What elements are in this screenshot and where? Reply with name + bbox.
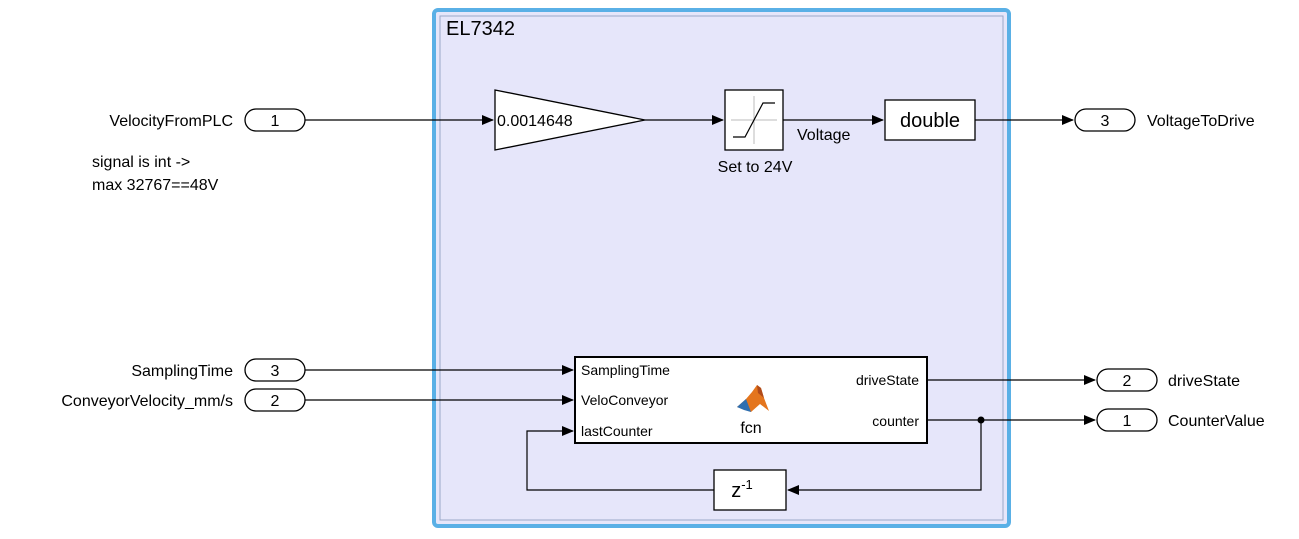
annotation-line-1: signal is int ->: [92, 154, 190, 171]
delay-base: z: [731, 480, 741, 502]
inport-velocityfromplc[interactable]: 1: [244, 108, 306, 132]
fcn-name: fcn: [740, 420, 761, 437]
annotation-line-2: max 32767==48V: [92, 177, 219, 194]
saturation-block[interactable]: [724, 89, 784, 151]
outport-number: 1: [1123, 413, 1132, 430]
outport-number: 2: [1123, 373, 1132, 390]
outport-drivestate[interactable]: 2: [1096, 368, 1158, 392]
subsystem-el7342[interactable]: EL7342: [432, 8, 1011, 528]
inport-name-samplingtime: SamplingTime: [131, 363, 233, 380]
fcn-input-port-label: VeloConveyor: [581, 392, 669, 408]
signal-label-voltage: Voltage: [797, 127, 850, 144]
outport-number: 3: [1101, 113, 1110, 130]
inport-conveyorvelocity[interactable]: 2: [244, 388, 306, 412]
outport-name-voltagetodrive: VoltageToDrive: [1147, 113, 1255, 130]
subsystem-title: EL7342: [446, 18, 515, 40]
inport-name-conveyorvelocity: ConveyorVelocity_mm/s: [61, 393, 233, 410]
gain-value: 0.0014648: [497, 113, 573, 130]
delay-exponent: -1: [741, 477, 753, 492]
inport-samplingtime[interactable]: 3: [244, 358, 306, 382]
inport-number: 3: [271, 363, 280, 380]
matlab-logo-icon: [737, 385, 769, 412]
saturation-icon: [733, 102, 775, 138]
outport-name-countervalue: CounterValue: [1168, 413, 1265, 430]
saturation-name: Set to 24V: [718, 159, 793, 176]
unit-delay-block[interactable]: z-1: [713, 469, 787, 511]
svg-text:z-1: z-1: [731, 477, 753, 502]
data-type-conversion-block[interactable]: double: [884, 99, 976, 141]
inport-name-velocityfromplc: VelocityFromPLC: [109, 113, 233, 130]
branch-point: [977, 416, 985, 424]
outport-countervalue[interactable]: 1: [1096, 408, 1158, 432]
fcn-output-port-label: counter: [872, 413, 919, 429]
inport-number: 1: [271, 113, 280, 130]
outport-voltagetodrive[interactable]: 3: [1074, 108, 1136, 132]
fcn-input-port-label: SamplingTime: [581, 362, 670, 378]
signal-lines: [305, 115, 1096, 495]
outport-name-drivestate: driveState: [1168, 373, 1240, 390]
inport-number: 2: [271, 393, 280, 410]
matlab-function-block[interactable]: SamplingTime VeloConveyor lastCounter dr…: [574, 356, 928, 444]
fcn-input-port-label: lastCounter: [581, 423, 653, 439]
gain-block[interactable]: 0.0014648: [494, 89, 646, 151]
conversion-label: double: [900, 110, 960, 132]
fcn-output-port-label: driveState: [856, 372, 919, 388]
signal-line: [526, 426, 714, 491]
signal-line: [787, 420, 982, 495]
